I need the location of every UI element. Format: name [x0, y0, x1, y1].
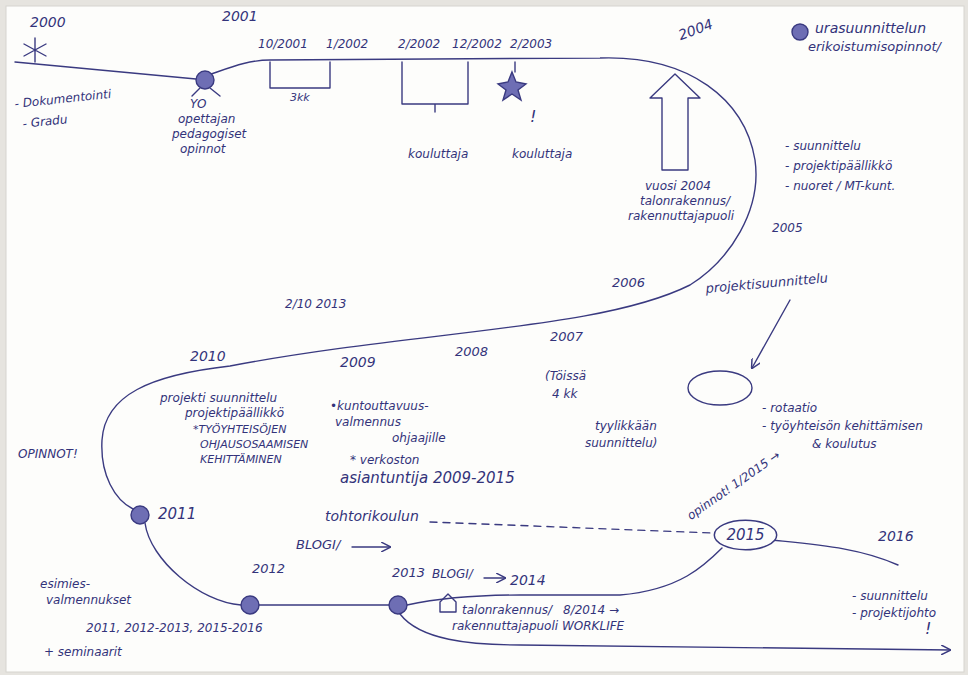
handwritten-note: 2000 — [30, 14, 66, 30]
handwritten-note: 8/2014 → — [563, 604, 619, 618]
handwritten-note: OPINNOT! — [18, 448, 78, 462]
handwritten-note: 2011 — [158, 506, 196, 523]
handwritten-note: - rotaatio — [762, 402, 817, 416]
handwritten-note: tyylikkään — [595, 420, 657, 434]
handwritten-note: - projektipäällikkö — [785, 160, 892, 174]
handwritten-note: - suunnittelu — [785, 140, 861, 154]
handwritten-note: KEHITTÄMINEN — [200, 454, 282, 467]
handwritten-note: valmennus — [335, 416, 401, 430]
handwritten-note: 2001 — [222, 8, 258, 24]
handwritten-note: ! — [925, 620, 931, 638]
handwritten-note: opinnot — [180, 143, 226, 157]
handwritten-note: kouluttaja — [512, 148, 572, 162]
handwritten-note: erikoistumisopinnot/ — [808, 40, 941, 55]
handwritten-note: rakennuttajapuoli WORKLIFE — [452, 620, 624, 634]
handwritten-note: 2010 — [190, 348, 226, 364]
handwritten-note: 3kk — [290, 92, 310, 105]
handwritten-note: 2007 — [550, 330, 583, 345]
handwritten-note: - projektijohto — [852, 607, 936, 621]
handwritten-note: ! — [530, 108, 536, 126]
handwritten-note: tohtorikoulun — [325, 508, 419, 524]
handwritten-note: suunnittelu) — [585, 437, 657, 451]
handwritten-note: BLOGI/ — [296, 538, 340, 553]
handwritten-note: •kuntouttavuus- — [330, 400, 429, 414]
handwritten-note: 2014 — [510, 572, 546, 588]
handwritten-note: asiantuntija 2009-2015 — [340, 470, 515, 487]
handwritten-note: * verkoston — [350, 454, 419, 468]
handwritten-note: YO — [190, 98, 207, 112]
handwritten-note: 2005 — [772, 222, 803, 236]
handwritten-note: OHJAUSOSAAMISEN — [200, 439, 308, 452]
handwritten-note: 2012 — [252, 562, 285, 577]
handwritten-note: kouluttaja — [408, 148, 468, 162]
handwritten-note: 10/2001 — [258, 38, 308, 52]
circled-year: 2015 — [713, 519, 778, 551]
year-text: 2015 — [726, 527, 764, 544]
handwritten-note: 2016 — [878, 528, 914, 544]
handwritten-note: projekti suunnittelu — [160, 392, 277, 406]
handwritten-note: 2009 — [340, 354, 376, 370]
handwritten-note: urasuunnittelun — [815, 20, 926, 36]
handwritten-note: (Töissä — [545, 370, 586, 384]
handwritten-note: 2/10 2013 — [285, 298, 346, 312]
handwritten-note: & koulutus — [812, 438, 877, 452]
handwritten-note: 2013 — [392, 566, 425, 581]
handwritten-note: 12/2002 — [452, 38, 502, 52]
handwritten-note: 1/2002 — [326, 38, 368, 52]
handwritten-note: projektipäällikkö — [185, 407, 284, 421]
handwritten-note: BLOGI/ — [432, 568, 473, 582]
handwritten-note: 2006 — [612, 276, 645, 291]
handwritten-note: 2/2002 — [398, 38, 440, 52]
handwritten-note: valmennukset — [46, 594, 131, 608]
handwritten-note: *TYÖYHTEISÖJEN — [193, 424, 286, 437]
handwritten-note: 2/2003 — [510, 38, 552, 52]
handwritten-note: - työyhteisön kehittämisen — [762, 420, 923, 434]
handwritten-note: 2008 — [455, 345, 488, 360]
handwritten-note: - suunnittelu — [852, 590, 928, 604]
handwritten-note: talonrakennus/ — [640, 195, 730, 209]
handwritten-note: + seminaarit — [44, 646, 122, 660]
handwritten-note: talonrakennus/ — [462, 604, 552, 618]
handwritten-note: vuosi 2004 — [645, 180, 711, 194]
handwritten-note: 2011, 2012-2013, 2015-2016 — [86, 622, 263, 636]
handwritten-note: ohjaajille — [392, 432, 446, 446]
handwritten-note: - nuoret / MT-kunt. — [785, 180, 895, 194]
handwritten-note: rakennuttajapuoli — [628, 210, 734, 224]
handwritten-note: opettajan — [178, 113, 235, 127]
handwritten-note: 4 kk — [552, 388, 577, 402]
handwritten-note: esimies- — [40, 578, 90, 592]
handwritten-note: pedagogiset — [172, 128, 246, 142]
